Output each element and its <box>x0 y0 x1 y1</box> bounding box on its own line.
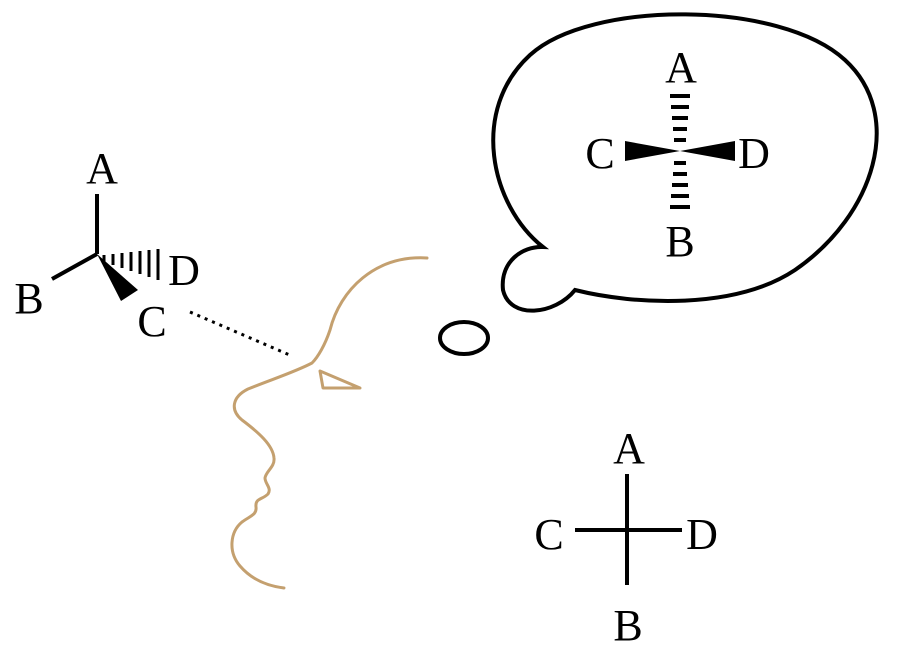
wedge-label-c: C <box>137 297 166 346</box>
fischer-projection: A B C D <box>534 424 718 650</box>
fischer-label-d: D <box>686 510 718 559</box>
head-outline <box>230 256 429 590</box>
wedge-bond-to-c <box>97 254 138 301</box>
thought-bubble-cloud <box>491 12 879 313</box>
bubble-projection: A B C D <box>585 43 770 266</box>
wedge-dash-molecule: A B C D <box>14 144 200 346</box>
bubble-hashed-bond-to-b <box>670 161 690 209</box>
bubble-wedge-to-c <box>625 141 680 161</box>
thought-bubble: A B C D <box>438 12 879 356</box>
wedge-label-d: D <box>168 246 200 295</box>
bubble-wedge-to-d <box>680 141 735 161</box>
bond-to-b <box>51 252 98 281</box>
fischer-label-c: C <box>534 510 563 559</box>
face-profile <box>230 256 429 590</box>
bubble-label-a: A <box>665 43 697 92</box>
bubble-label-b: B <box>665 217 694 266</box>
fischer-label-a: A <box>613 424 645 473</box>
bubble-hashed-bond-to-a <box>670 94 690 142</box>
bubble-label-c: C <box>585 129 614 178</box>
hashed-bond-to-d <box>102 249 160 280</box>
thought-bubble-small-circle <box>438 320 490 356</box>
fischer-label-b: B <box>613 601 642 650</box>
line-of-sight <box>189 310 293 358</box>
wedge-label-b: B <box>14 274 43 323</box>
eye-shape <box>318 369 362 390</box>
wedge-label-a: A <box>86 144 118 193</box>
bubble-label-d: D <box>738 129 770 178</box>
